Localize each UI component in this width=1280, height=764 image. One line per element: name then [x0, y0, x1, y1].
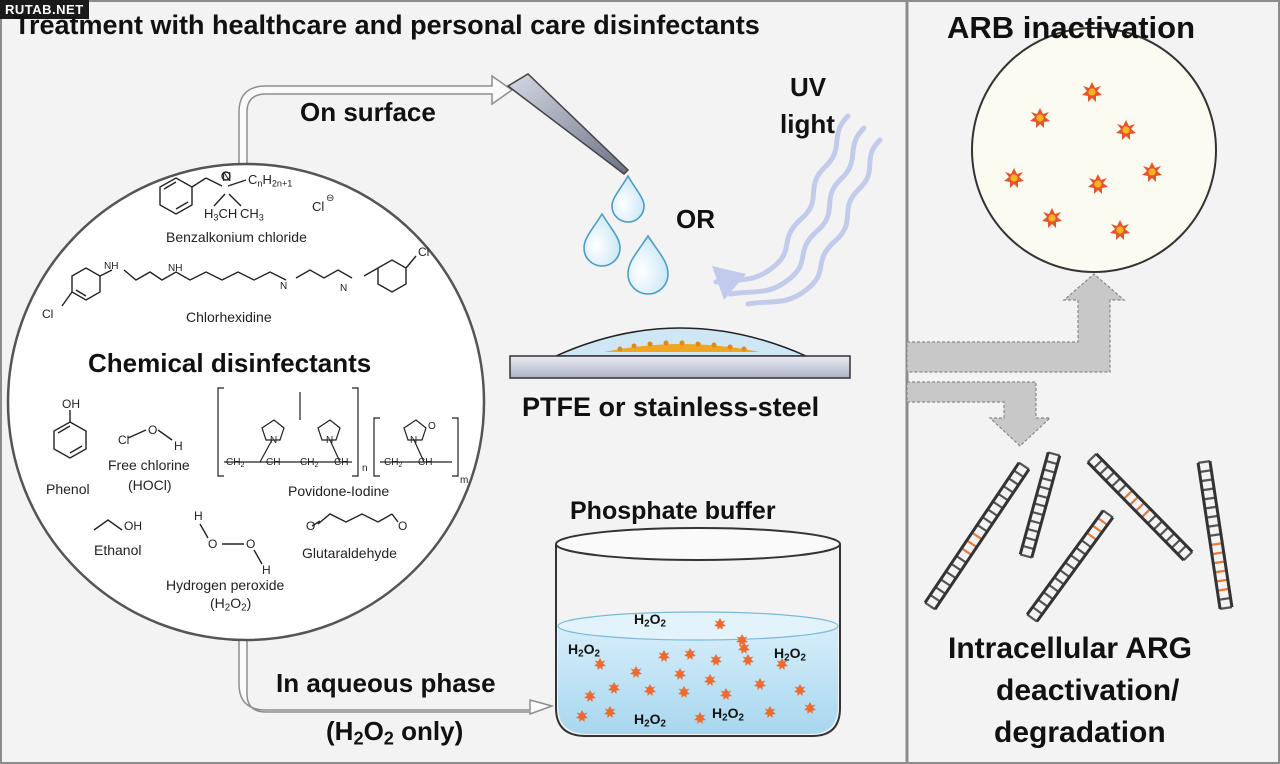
beaker-h2o2-label: H2O2: [634, 611, 666, 630]
atom-h: H: [262, 563, 271, 577]
atom-o: O: [148, 423, 158, 437]
arg-arrow: [906, 381, 1052, 447]
peroxide-structure: [199, 523, 263, 565]
chlorhexidine-label: Chlorhexidine: [186, 309, 272, 325]
atom-nh: NH: [104, 261, 119, 272]
beaker-icon: [555, 527, 841, 737]
atom-ch: CH: [266, 457, 281, 468]
hocl-structure: [127, 429, 173, 441]
dna-ladder-icon: [1196, 460, 1234, 610]
atom-ch: CH: [334, 457, 349, 468]
atom-ch2: CH2: [300, 457, 319, 469]
atom-h: H: [194, 509, 203, 523]
atom-alkyl: CnH2n+1: [248, 172, 293, 189]
aqueous-arrow: [238, 639, 555, 716]
atom-cl-ion: Cl: [312, 199, 325, 214]
watermark: RUTAB.NET: [0, 0, 89, 19]
atom-oh: OH: [124, 519, 142, 533]
atom-o: O: [208, 537, 218, 551]
on-surface-label: On surface: [300, 97, 436, 127]
arb-circle: [971, 27, 1217, 273]
atom-h: H: [174, 439, 183, 453]
chlorhexidine-structure: [61, 255, 417, 307]
ptfe-label: PTFE or stainless-steel: [522, 392, 820, 422]
atom-ch3: CH3: [240, 206, 264, 223]
atom-nh: NH: [168, 263, 183, 274]
arb-title: ARB inactivation: [947, 10, 1196, 45]
phenol-structure: [53, 410, 87, 459]
benzalkonium-structure: [159, 171, 247, 215]
or-label: OR: [676, 204, 715, 234]
atom-cl: Cl: [118, 433, 130, 447]
beaker-h2o2-label: H2O2: [634, 711, 666, 730]
atom-n: N: [270, 435, 278, 446]
free-chlorine-label: Free chlorine: [108, 457, 190, 473]
uv-arrowhead: [712, 266, 746, 300]
beaker-h2o2-label: H2O2: [568, 641, 600, 660]
atom-o: O: [306, 519, 316, 533]
atom-n: N: [222, 169, 232, 184]
povidone-label: Povidone-Iodine: [288, 483, 390, 499]
peroxide-formula-label: (H2O2): [210, 595, 252, 614]
atom-ch2: CH2: [384, 457, 403, 469]
arg-title-line3: degradation: [994, 716, 1166, 749]
left-panel-title: Treatment with healthcare and personal c…: [14, 10, 760, 40]
uv-label-line1: UV: [790, 72, 827, 102]
povidone-structure: [217, 387, 459, 477]
uv-waves: [713, 113, 883, 307]
atom-charge: ⊖: [326, 193, 335, 204]
arg-title-line2: deactivation/: [996, 674, 1180, 707]
dna-ladder-icon: [923, 461, 1031, 611]
atom-n: N: [280, 281, 288, 292]
dna-ladders: [923, 451, 1234, 623]
dna-ladder-icon: [1086, 452, 1194, 562]
atom-ch: CH: [418, 457, 433, 468]
aqueous-phase-label: In aqueous phase: [276, 668, 496, 698]
atom-n-sub: n: [362, 463, 368, 474]
atom-o: O: [428, 421, 436, 432]
atom-cl: Cl: [42, 307, 54, 321]
ethanol-structure: [93, 519, 123, 531]
ethanol-label: Ethanol: [94, 542, 142, 558]
uv-label-line2: light: [780, 109, 835, 139]
beaker-h2o2-label: H2O2: [774, 645, 806, 664]
atom-m: m: [460, 475, 469, 486]
phenol-label: Phenol: [46, 481, 90, 497]
hocl-label: (HOCl): [128, 477, 172, 493]
pipette-icon: [506, 73, 630, 175]
ptfe-plate: [509, 327, 851, 379]
atom-o: O: [398, 519, 408, 533]
atom-oh: OH: [62, 397, 80, 411]
glutaraldehyde-structure: [311, 513, 399, 527]
dna-ladder-icon: [1025, 509, 1115, 623]
atom-n: N: [410, 435, 418, 446]
atom-n: N: [326, 435, 334, 446]
arg-title-line1: Intracellular ARG: [948, 632, 1192, 665]
phosphate-buffer-label: Phosphate buffer: [570, 497, 776, 525]
peroxide-label: Hydrogen peroxide: [166, 577, 285, 593]
on-surface-arrow: [238, 74, 514, 173]
chemical-disinfectants-title: Chemical disinfectants: [88, 348, 372, 378]
beaker-h2o2-label: H2O2: [712, 705, 744, 724]
arb-arrow: [906, 273, 1126, 373]
atom-cl: Cl: [418, 245, 430, 259]
atom-n: N: [340, 283, 348, 294]
glutaraldehyde-label: Glutaraldehyde: [302, 545, 397, 561]
h2o2-only-label: (H2O2 only): [326, 716, 464, 749]
atom-ch3: H3CH: [204, 206, 238, 223]
dna-ladder-icon: [1018, 451, 1062, 559]
droplet-icons: [583, 174, 669, 295]
benzalkonium-label: Benzalkonium chloride: [166, 229, 307, 245]
atom-o: O: [246, 537, 256, 551]
chemical-circle: [6, 162, 486, 642]
atom-ch2: CH2: [226, 457, 245, 469]
